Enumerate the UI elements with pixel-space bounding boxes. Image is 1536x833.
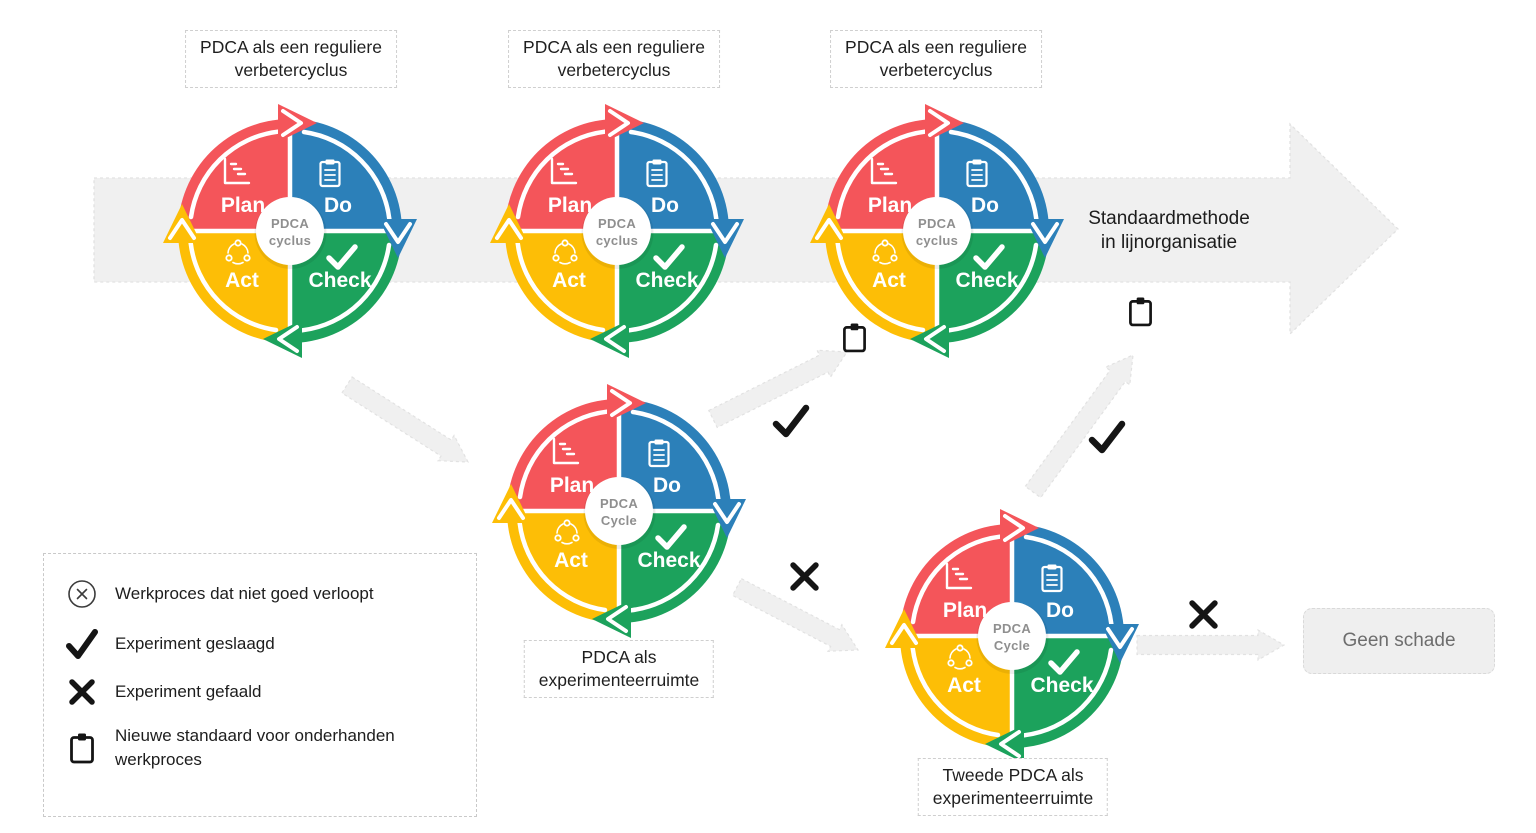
- do-label: Do: [1046, 599, 1074, 622]
- standard-method-line2: in lijnorganisatie: [1100, 232, 1238, 253]
- legend-label: Werkproces dat niet goed verloopt: [115, 584, 374, 603]
- cycle-2-title-line2: verbetercyclus: [557, 60, 671, 80]
- check-label: Check: [1030, 674, 1093, 697]
- experiment-success-check-icon: [1088, 420, 1126, 454]
- do-clipboard-icon: [646, 159, 668, 188]
- cycle-3-title-line1: PDCA als een reguliere: [845, 37, 1027, 57]
- act-process-icon: [552, 239, 578, 265]
- plan-chart-icon: [552, 437, 580, 465]
- second-experiment-cycle-label-box: Tweede PDCA als experimenteerruimte: [917, 758, 1109, 816]
- check-mark-icon: [653, 244, 685, 270]
- geen-schade-box: Geen schade: [1303, 608, 1495, 674]
- do-label: Do: [324, 194, 352, 217]
- do-clipboard-icon: [319, 159, 341, 188]
- legend-label: Experiment gefaald: [115, 682, 262, 701]
- do-label: Do: [651, 194, 679, 217]
- new-standard-clipboard-icon: [1128, 296, 1153, 327]
- standard-method-line1: Standaardmethode: [1088, 208, 1250, 229]
- plan-label: Plan: [548, 194, 592, 217]
- check-mark-icon: [973, 244, 1005, 270]
- cycle-1-title-box: PDCA als een reguliere verbetercyclus: [185, 30, 397, 88]
- legend-item-bad-process: Werkproces dat niet goed verloopt: [64, 578, 454, 610]
- cycle-center-line1: PDCA: [993, 621, 1031, 636]
- plan-chart-icon: [550, 157, 578, 185]
- do-clipboard-icon: [1041, 564, 1063, 593]
- plan-label: Plan: [943, 599, 987, 622]
- act-label: Act: [947, 674, 981, 697]
- plan-chart-icon: [870, 157, 898, 185]
- experiment-failed-x-icon: [1188, 599, 1219, 630]
- act-label: Act: [552, 269, 586, 292]
- cycle-center-line2: Cycle: [994, 638, 1030, 653]
- check-label: Check: [955, 269, 1018, 292]
- arrow-to-experiment-cycle: [341, 376, 470, 463]
- act-process-icon: [947, 644, 973, 670]
- act-label: Act: [225, 269, 259, 292]
- act-label: Act: [554, 549, 588, 572]
- check-label: Check: [308, 269, 371, 292]
- cycle-2-title-line1: PDCA als een reguliere: [523, 37, 705, 57]
- arrow-second-experiment-success-up: [1024, 354, 1134, 499]
- cycle-3-title-box: PDCA als een reguliere verbetercyclus: [830, 30, 1042, 88]
- act-label: Act: [872, 269, 906, 292]
- act-process-icon: [554, 519, 580, 545]
- second-experiment-cycle-label-line2: experimenteerruimte: [932, 788, 1094, 808]
- check-label: Check: [637, 549, 700, 572]
- experiment-cycle-label-box: PDCA als experimenteerruimte: [523, 640, 715, 698]
- cycle-center-line2: Cycle: [601, 513, 637, 528]
- cycle-center-line1: PDCA: [271, 216, 309, 231]
- check-mark-icon: [326, 244, 358, 270]
- experiment-failed-x-icon: [789, 561, 820, 592]
- geen-schade-label: Geen schade: [1342, 630, 1456, 651]
- plan-label: Plan: [550, 474, 594, 497]
- check-mark-icon: [1048, 649, 1080, 675]
- new-standard-clipboard-icon: [842, 322, 867, 353]
- cycle-2-title-box: PDCA als een reguliere verbetercyclus: [508, 30, 720, 88]
- circled-x-icon: [64, 578, 100, 610]
- legend-item-new-standard: Nieuwe standaard voor onderhanden werkpr…: [64, 724, 454, 772]
- act-process-icon: [872, 239, 898, 265]
- plan-chart-icon: [223, 157, 251, 185]
- plan-label: Plan: [868, 194, 912, 217]
- do-label: Do: [653, 474, 681, 497]
- cycle-3-title-line2: verbetercyclus: [879, 60, 993, 80]
- legend-label: Nieuwe standaard voor onderhanden werkpr…: [115, 726, 395, 769]
- do-clipboard-icon: [966, 159, 988, 188]
- cycle-center-line2: cyclus: [916, 233, 958, 248]
- experiment-success-check-icon: [772, 404, 810, 438]
- do-label: Do: [971, 194, 999, 217]
- do-clipboard-icon: [648, 439, 670, 468]
- plan-label: Plan: [221, 194, 265, 217]
- experiment-cycle-label-line1: PDCA als: [581, 647, 657, 667]
- x-icon: [64, 678, 100, 706]
- cycle-1-title-line1: PDCA als een reguliere: [200, 37, 382, 57]
- standard-method-label: Standaardmethode in lijnorganisatie: [1088, 207, 1250, 255]
- cycle-1-title-line2: verbetercyclus: [234, 60, 348, 80]
- check-mark-icon: [655, 524, 687, 550]
- check-icon: [64, 628, 100, 660]
- arrow-experiment-success-up: [707, 349, 849, 429]
- arrow-experiment-failed-down: [731, 577, 860, 652]
- plan-chart-icon: [945, 562, 973, 590]
- legend-box: Werkproces dat niet goed verloopt Experi…: [43, 553, 477, 817]
- cycle-center-line1: PDCA: [918, 216, 956, 231]
- cycle-center-line1: PDCA: [600, 496, 638, 511]
- cycle-center-line2: cyclus: [596, 233, 638, 248]
- second-experiment-cycle-label-line1: Tweede PDCA als: [942, 765, 1084, 785]
- legend-item-experiment-failed: Experiment gefaald: [64, 678, 454, 706]
- experiment-cycle-label-line2: experimenteerruimte: [538, 670, 700, 690]
- check-label: Check: [635, 269, 698, 292]
- cycle-center-line1: PDCA: [598, 216, 636, 231]
- cycle-center-line2: cyclus: [269, 233, 311, 248]
- legend-item-experiment-success: Experiment geslaagd: [64, 628, 454, 660]
- legend-label: Experiment geslaagd: [115, 634, 275, 653]
- arrow-to-geen-schade: [1136, 628, 1286, 662]
- clipboard-icon: [64, 732, 100, 764]
- act-process-icon: [225, 239, 251, 265]
